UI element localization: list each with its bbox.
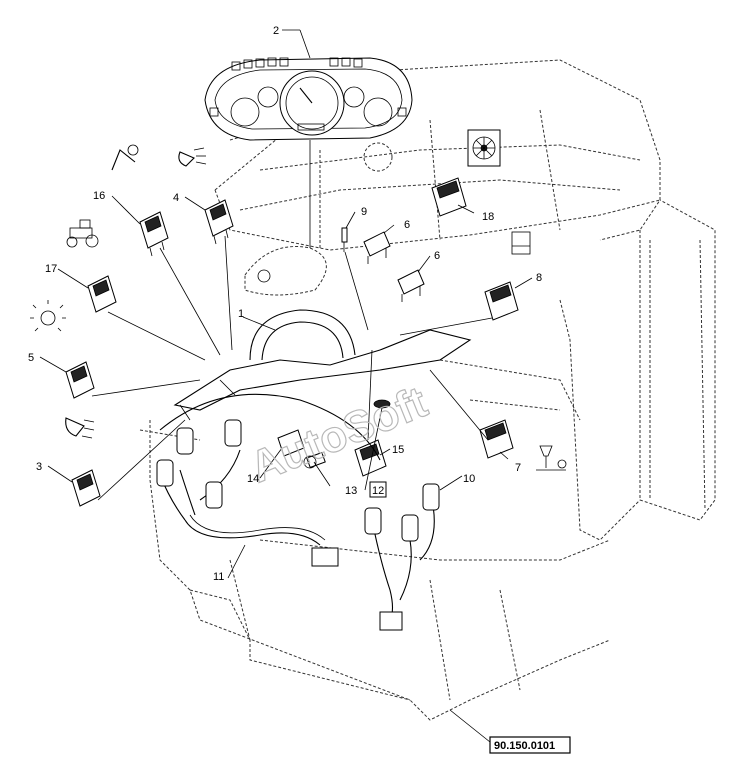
callout-7: 7	[515, 462, 521, 474]
callout-1: 1	[238, 308, 244, 320]
reference-code: 90.150.0101	[494, 740, 555, 752]
callout-5: 5	[28, 352, 34, 364]
callout-9: 9	[361, 206, 367, 218]
socket-14	[277, 429, 305, 457]
fan-heater-icon	[467, 129, 501, 167]
callout-labels: 1 2 3 4 5 6 6 7 8 9 10 11 12 13 14 15 16…	[28, 25, 542, 583]
beacon-light-icon	[30, 300, 66, 332]
reference-code-box: 90.150.0101	[489, 736, 571, 754]
connector-pin-9	[341, 227, 348, 252]
callout-4: 4	[173, 192, 179, 204]
leader-lines	[39, 29, 533, 743]
switch-5	[65, 361, 95, 399]
switch-18	[431, 177, 467, 217]
callout-11: 11	[213, 571, 224, 583]
callout-13: 13	[345, 485, 357, 497]
watermark-text: AutoSoft	[243, 377, 434, 492]
wiper-washer-icon	[111, 144, 139, 171]
callout-15: 15	[392, 444, 404, 456]
callout-8: 8	[536, 272, 542, 284]
callout-2: 2	[273, 25, 279, 37]
warning-lamp-row	[231, 57, 363, 71]
callout-17: 17	[45, 263, 57, 275]
callout-12-box	[369, 481, 387, 498]
callout-10: 10	[463, 473, 475, 485]
switch-15	[354, 439, 387, 477]
callout-16: 16	[93, 190, 105, 202]
lighter-13	[303, 451, 326, 469]
mirror-heater-icon	[536, 445, 567, 471]
switch-8	[484, 281, 519, 321]
door-light-icon	[511, 231, 531, 255]
cab-frame	[139, 59, 716, 721]
switch-3	[71, 469, 101, 507]
bracket-6b	[397, 269, 425, 302]
tractor-icon	[66, 219, 99, 248]
callout-18: 18	[482, 211, 494, 223]
callout-12: 12	[372, 485, 384, 497]
work-light-icon	[178, 147, 207, 167]
switch-4	[204, 199, 234, 245]
switch-16	[139, 211, 169, 257]
callout-6a: 6	[404, 219, 410, 231]
bracket-6a	[363, 231, 391, 264]
instrument-cluster-icon	[204, 57, 413, 141]
switch-17	[87, 275, 117, 313]
callout-6b: 6	[434, 250, 440, 262]
switch-7	[479, 419, 514, 459]
headlight-icon	[65, 417, 95, 439]
dashboard-console	[173, 246, 472, 421]
callout-3: 3	[36, 461, 42, 473]
callout-14: 14	[247, 473, 259, 485]
harness-connectors	[156, 419, 440, 631]
